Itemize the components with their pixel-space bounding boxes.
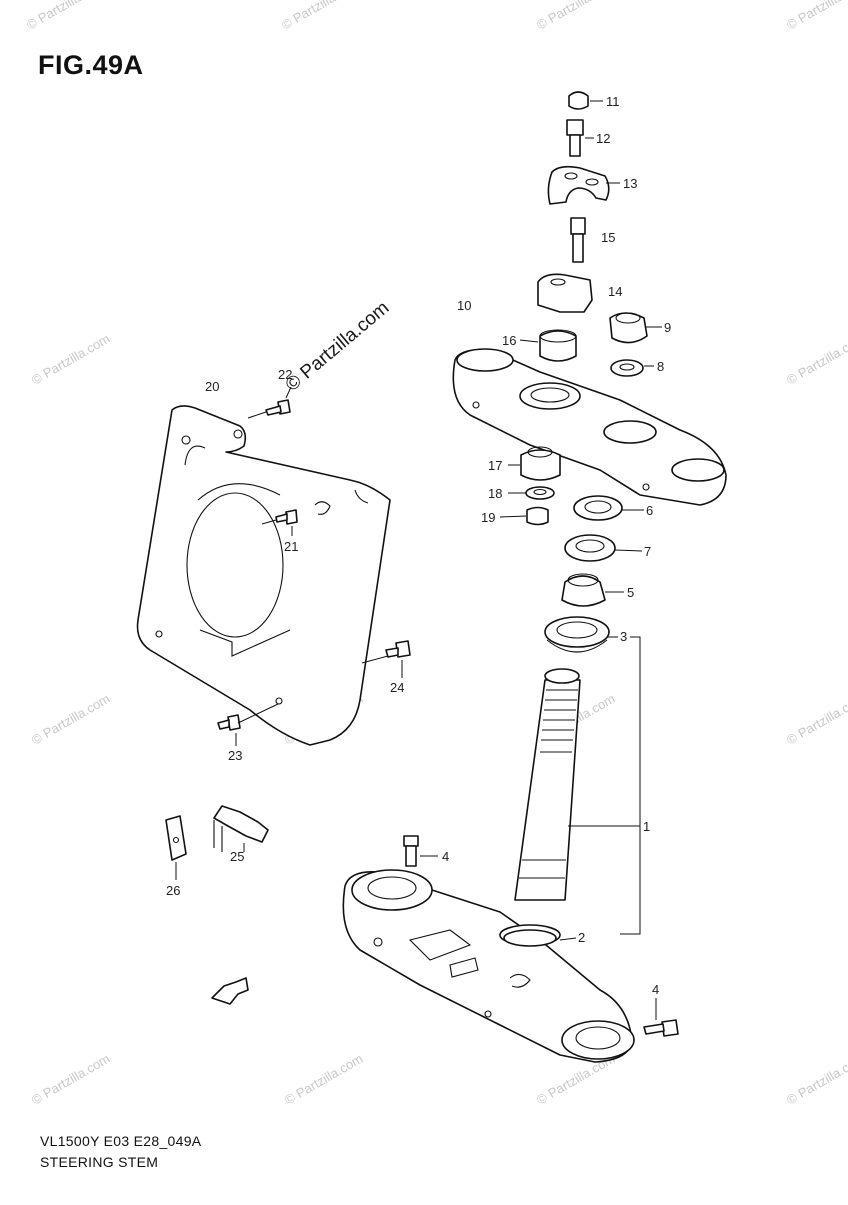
part-2-bearing <box>503 929 557 947</box>
figure-title: FIG.49A <box>38 50 144 80</box>
callout-5: 5 <box>627 585 634 600</box>
callout-8: 8 <box>657 359 664 374</box>
callout-7: 7 <box>644 544 651 559</box>
part-23-screw <box>217 714 241 731</box>
callout-labels: 1 2 3 4 4 5 6 7 8 9 10 11 12 13 14 15 16… <box>166 94 671 997</box>
watermark: © Partzilla.com <box>29 691 112 748</box>
callout-14: 14 <box>608 284 622 299</box>
leader-lines <box>175 100 662 1020</box>
part-13-handlebar-holder-upper <box>547 165 610 205</box>
callout-11: 11 <box>606 94 620 109</box>
watermark: © Partzilla.com <box>784 0 848 33</box>
callout-1: 1 <box>643 819 650 834</box>
watermark: © Partzilla.com <box>29 331 112 388</box>
callout-13: 13 <box>623 176 637 191</box>
part-8-washer <box>610 359 644 377</box>
callout-25: 25 <box>230 849 244 864</box>
watermark: © Partzilla.com <box>784 1051 848 1108</box>
callout-17: 17 <box>488 458 502 473</box>
callout-22: 22 <box>278 367 292 382</box>
watermark: © Partzilla.com <box>784 331 848 388</box>
callout-20: 20 <box>205 379 219 394</box>
figure-name: STEERING STEM <box>40 1154 159 1170</box>
part-17-cushion <box>520 446 561 481</box>
callout-18: 18 <box>488 486 502 501</box>
part-6-nut <box>573 495 623 521</box>
callout-16: 16 <box>502 333 516 348</box>
part-21-screw <box>275 509 298 525</box>
part-3-bearing <box>544 616 610 653</box>
part-26-clamp <box>165 815 187 861</box>
part-18-washer <box>525 486 555 500</box>
watermark: © Partzilla.com <box>282 1051 365 1108</box>
callout-4-lower: 4 <box>652 982 659 997</box>
callout-19: 19 <box>481 510 495 525</box>
model-code: VL1500Y E03 E28_049A <box>40 1133 202 1149</box>
part-19-collar <box>526 506 549 526</box>
callout-2: 2 <box>578 930 585 945</box>
callout-21: 21 <box>284 539 298 554</box>
part-7-dust-seal <box>564 534 616 562</box>
callout-9: 9 <box>664 320 671 335</box>
part-1-steering-stem <box>514 668 581 901</box>
watermark: © Partzilla.com <box>784 691 848 748</box>
callout-10: 10 <box>457 298 471 313</box>
watermark: © Partzilla.com <box>534 0 617 33</box>
part-16-cushion <box>539 329 577 362</box>
part-1-lower-bracket <box>342 869 635 1063</box>
part-20-bracket-plate <box>136 405 391 746</box>
part-15-bolt <box>570 217 586 263</box>
part-25-connector <box>213 805 269 852</box>
part-10-upper-bracket <box>452 348 727 506</box>
part-14-handlebar-holder-lower <box>537 273 593 313</box>
part-5-bearing-race <box>561 573 606 607</box>
callout-4-upper: 4 <box>442 849 449 864</box>
part-24-bolt <box>385 640 411 658</box>
part-12-bolt <box>566 119 584 157</box>
watermark: © Partzilla.com <box>24 0 107 33</box>
callout-26: 26 <box>166 883 180 898</box>
part-11-cap <box>568 91 589 110</box>
callout-12: 12 <box>596 131 610 146</box>
part-4-bolt-lower <box>643 1019 679 1037</box>
part-22-screw <box>265 399 291 416</box>
callout-6: 6 <box>646 503 653 518</box>
front-direction-arrow <box>211 977 249 1005</box>
part-9-nut <box>609 312 648 344</box>
watermark: © Partzilla.com <box>279 0 362 33</box>
callout-3: 3 <box>620 629 627 644</box>
callout-23: 23 <box>228 748 242 763</box>
callout-24: 24 <box>390 680 404 695</box>
callout-15: 15 <box>601 230 615 245</box>
center-watermark: © Partzilla.com <box>282 297 394 395</box>
watermark: © Partzilla.com <box>29 1051 112 1108</box>
part-4-bolt-upper <box>403 835 419 867</box>
